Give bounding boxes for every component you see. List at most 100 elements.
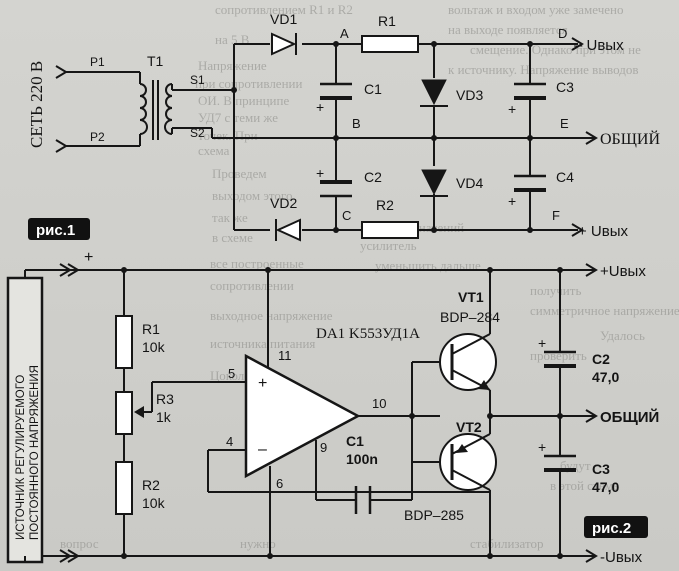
transistor-vt2 — [439, 433, 497, 491]
bg-text-line: в этой схеме — [550, 478, 619, 493]
r2-label: R2 — [376, 197, 394, 213]
bg-text-line: сопротивлением R1 и R2 — [215, 2, 353, 17]
fig2-c3-label: C3 — [592, 461, 610, 477]
capacitor-c3-fig2 — [544, 454, 576, 472]
node-dot — [487, 413, 493, 419]
c4-plus: + — [508, 193, 516, 209]
fig2-c1-value: 100n — [346, 451, 378, 467]
bg-text-line: Напряжение — [198, 58, 267, 73]
fig1-output-arrows — [571, 37, 598, 237]
bg-text-line: усилитель — [360, 238, 417, 253]
opamp-plus-sign: + — [258, 375, 267, 392]
p1-label: P1 — [90, 55, 105, 69]
bg-text-line: схема — [198, 143, 230, 158]
fig2-r3-value: 1k — [156, 409, 172, 425]
fig2-r1-label: R1 — [142, 321, 160, 337]
vt1-type: BDP–284 — [440, 309, 500, 325]
fig1-out-common: ОБЩИЙ — [600, 129, 660, 148]
node-dot — [333, 41, 339, 47]
node-c: C — [342, 208, 351, 223]
fig2-r1-value: 10k — [142, 339, 166, 355]
source-label-line2: ПОСТОЯННОГО НАПРЯЖЕНИЯ — [29, 365, 41, 540]
vd1-label: VD1 — [270, 11, 297, 27]
c3-label: C3 — [556, 79, 574, 95]
node-dot — [487, 267, 493, 273]
c1-plus: + — [316, 99, 324, 115]
bg-text-line: источника питания — [210, 336, 315, 351]
diode-vd1 — [271, 32, 297, 56]
fig1-out-pos: + Uвых — [578, 223, 629, 240]
potentiometer-r3 — [115, 391, 133, 435]
node-e: E — [560, 116, 569, 131]
node-d: D — [558, 26, 567, 41]
fig2-caption-box — [584, 516, 648, 538]
bg-text-line: все построенные — [210, 256, 304, 271]
capacitor-c1 — [320, 82, 352, 100]
fig1-out-neg: – Uвых — [574, 37, 624, 54]
resistor-r2 — [361, 221, 419, 239]
node-dot — [121, 267, 127, 273]
figure-1: СЕТЬ 220 В P1 P2 T1 S1 S2 — [27, 11, 660, 242]
c3-plus: + — [508, 101, 516, 117]
node-dot — [557, 267, 563, 273]
fig1-caption: рис.1 — [36, 222, 75, 239]
diode-vd3 — [420, 79, 448, 107]
vt1-label: VT1 — [458, 289, 484, 305]
bg-text-line: точек. При — [198, 128, 258, 143]
p2-label: P2 — [90, 130, 105, 144]
primary-wires — [55, 65, 141, 153]
bg-text-line: выходом этого — [212, 188, 292, 203]
bg-text-line: вопрос — [60, 536, 99, 551]
bg-text-line: так же — [212, 210, 248, 225]
background-text: вольтаж и входом уже замечено на выходе … — [60, 2, 679, 551]
node-dot — [557, 413, 563, 419]
figure-2: ИСТОЧНИК РЕГУЛИРУЕМОГО ПОСТОЯННОГО НАПРЯ… — [6, 249, 659, 566]
bg-text-line: вольтаж и входом уже замечено — [448, 2, 623, 17]
bg-text-line: при сопротивлении — [195, 76, 302, 91]
c4-label: C4 — [556, 169, 574, 185]
fig2-c2-label: C2 — [592, 351, 610, 367]
bg-text-line: смещение. Однако при этом не — [470, 42, 641, 57]
fig2-r2-value: 10k — [142, 495, 166, 511]
fig2-r2-label: R2 — [142, 477, 160, 493]
divider-wires — [123, 270, 246, 556]
vd4-label: VD4 — [456, 175, 483, 191]
opamp-da1 — [244, 353, 361, 479]
pin-6: 6 — [276, 476, 283, 491]
pin-4: 4 — [226, 434, 233, 449]
node-dot — [431, 227, 437, 233]
node-dot — [409, 413, 415, 419]
node-dot — [431, 135, 437, 141]
vt2-type: BDP–285 — [404, 507, 464, 523]
node-f: F — [552, 208, 560, 223]
bg-text-line: выходное напряжение — [210, 308, 333, 323]
fig2-out-common: ОБЩИЙ — [600, 408, 659, 426]
pin-5: 5 — [228, 366, 235, 381]
bg-text-line: на выходе появляется — [448, 22, 568, 37]
bg-text-line: к источнику. Напряжение выводов — [448, 62, 639, 77]
node-dot — [487, 553, 493, 559]
node-dot — [527, 227, 533, 233]
bg-text-line: сопротивлении — [210, 278, 294, 293]
fig2-out-pos: +Uвых — [600, 263, 646, 280]
capacitor-c2 — [320, 180, 352, 198]
node-dot — [333, 135, 339, 141]
bg-text-line: ОИ. В принципе — [198, 93, 289, 108]
bg-text-line: Удалось — [600, 328, 645, 343]
fig2-r3-label: R3 — [156, 391, 174, 407]
diode-vd4 — [420, 169, 448, 197]
c2-plus: + — [316, 165, 324, 181]
vd3-label: VD3 — [456, 87, 483, 103]
node-dot — [231, 87, 237, 93]
wiper-arrow-icon — [134, 406, 144, 418]
vd2-label: VD2 — [270, 195, 297, 211]
r1-label: R1 — [378, 13, 396, 29]
capacitor-c1-fig2 — [354, 486, 372, 514]
node-dot — [557, 553, 563, 559]
fig2-plus-label: + — [84, 249, 93, 266]
opamp-minus-sign: – — [258, 441, 267, 458]
vt2-label: VT2 — [456, 419, 482, 435]
c1-label: C1 — [364, 81, 382, 97]
